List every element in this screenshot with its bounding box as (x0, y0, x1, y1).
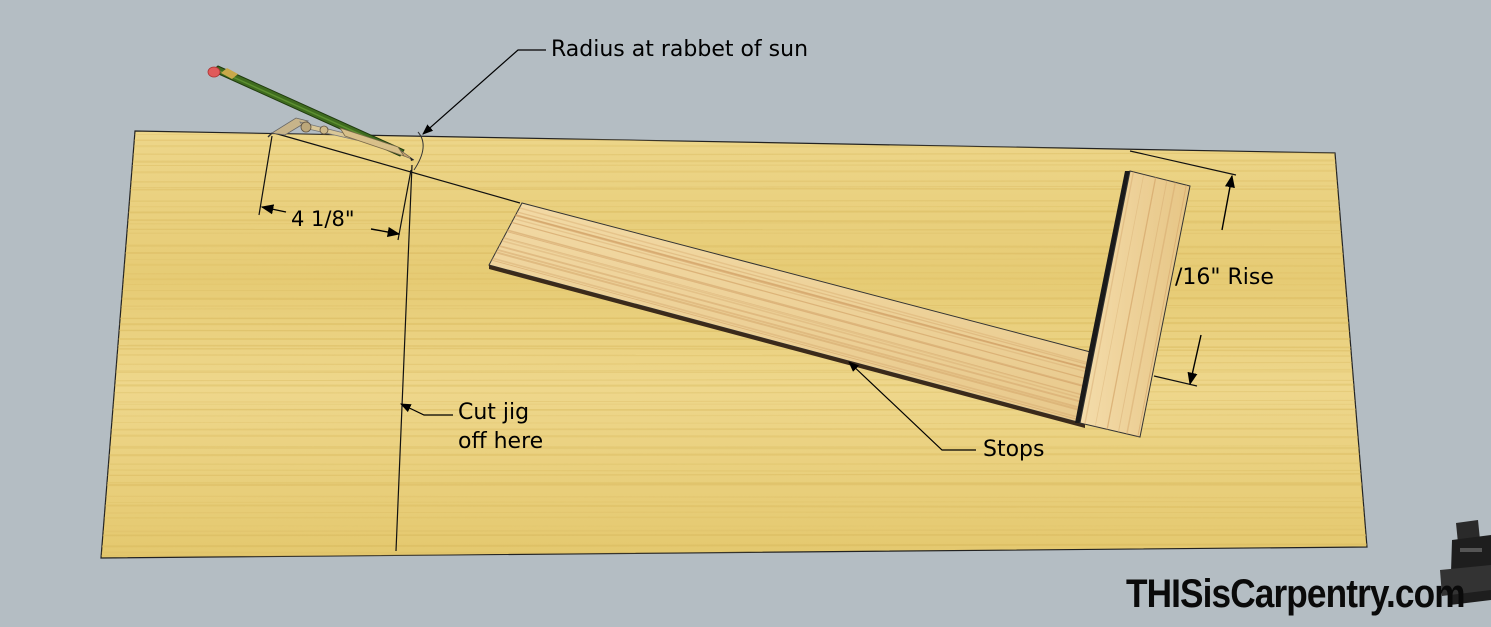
grain-line (1136, 171, 1190, 437)
grain-line (489, 241, 1098, 417)
rise-annotation: /16" Rise (1175, 265, 1274, 290)
cut-line (395, 164, 413, 552)
grain-line (101, 169, 1367, 174)
grain-line (489, 203, 1098, 372)
grain-line (101, 354, 1367, 357)
grain-line (101, 361, 1367, 365)
grain-line (101, 511, 1367, 514)
grain-line (101, 473, 1367, 476)
grain-line (101, 445, 1367, 448)
grain-line (101, 244, 1367, 248)
grain-line (489, 210, 1098, 386)
grain-line (101, 245, 1367, 249)
cut-annotation-line-2: off here (458, 429, 544, 454)
grain-line (101, 210, 1367, 214)
grain-line (1081, 171, 1135, 437)
grain-line (101, 383, 1367, 387)
grain-line (101, 427, 1367, 431)
dimension-4-1-8 (258, 135, 412, 241)
grain-line (101, 408, 1367, 411)
grain-line (101, 504, 1367, 509)
grain-line (1092, 171, 1146, 437)
grain-line (101, 399, 1367, 403)
grain-line (101, 344, 1367, 349)
compass-hinge-icon (267, 117, 405, 157)
angled-stop (488, 202, 1099, 428)
grain-line (489, 237, 1098, 411)
radius-line (273, 132, 521, 204)
grain-line (489, 219, 1098, 394)
grain-line (90, 121, 1380, 123)
grain-line (489, 251, 1098, 424)
grain-line (489, 228, 1098, 404)
grain-line (101, 347, 1367, 352)
grain-line (101, 232, 1367, 235)
grain-line (101, 180, 1367, 183)
grain-line (101, 446, 1367, 450)
grain-line (101, 252, 1367, 255)
rise-dimension (1129, 150, 1237, 387)
grain-line (489, 231, 1098, 407)
leader-lines (400, 49, 976, 451)
grain-line (489, 244, 1098, 420)
grain-line (101, 543, 1367, 548)
grain-line (489, 203, 1098, 376)
grain-line (101, 390, 1367, 394)
grain-line (101, 452, 1367, 457)
grain-line (101, 219, 1367, 223)
dimension-label: 4 1/8" (291, 207, 355, 231)
grain-line (1116, 171, 1170, 437)
watermark: THISisCarpentry.com (1126, 572, 1466, 616)
grain-line (101, 500, 1367, 503)
grain-line (101, 422, 1367, 425)
grain-line (1104, 171, 1158, 437)
grain-line (101, 152, 1367, 156)
cut-annotation-line-1: Cut jig (458, 400, 530, 425)
grain-line (101, 462, 1367, 466)
radius-annotation: Radius at rabbet of sun (551, 37, 809, 62)
grain-line (101, 528, 1367, 533)
grain-line (101, 228, 1367, 231)
grain-line (101, 469, 1367, 472)
grain-line (101, 222, 1367, 225)
grain-line (101, 516, 1367, 519)
grain-line (489, 206, 1098, 379)
grain-line (489, 203, 1098, 370)
grain-line (489, 221, 1098, 395)
grain-line (101, 368, 1367, 373)
grain-line (489, 228, 1098, 404)
grain-line (101, 159, 1367, 163)
radius-arc (413, 131, 424, 171)
grain-line (489, 253, 1098, 424)
grain-line (101, 495, 1367, 499)
cut-jig-annotation: Cut jig off here (458, 398, 543, 456)
grain-line (101, 434, 1367, 439)
carpentry-tool-icon (1440, 520, 1491, 605)
grain-line (101, 483, 1367, 487)
stops-annotation: Stops (983, 437, 1045, 462)
grain-line (1124, 171, 1179, 437)
grain-line (101, 164, 1367, 166)
grain-line (101, 414, 1367, 417)
